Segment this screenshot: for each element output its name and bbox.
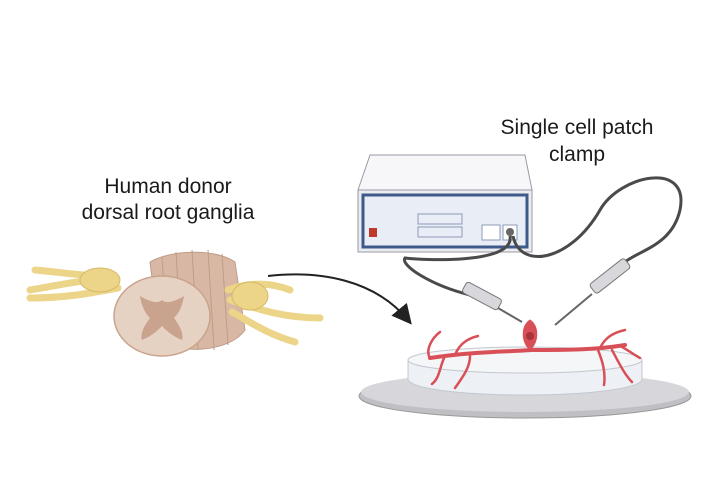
headstage-left <box>462 281 523 323</box>
power-button <box>369 228 377 237</box>
transfer-arrow <box>267 273 412 325</box>
display-window <box>481 224 501 241</box>
spinal-cord-illustration <box>26 249 324 357</box>
drg-label-line2: dorsal root ganglia <box>82 201 255 224</box>
amplifier-top <box>357 154 533 191</box>
bnc-connector <box>506 228 514 236</box>
cable-right <box>511 176 683 264</box>
patch-clamp-amplifier <box>357 154 533 253</box>
patch-clamp-label-line1: Single cell patch <box>501 116 654 139</box>
drg-label-line1: Human donor <box>104 175 231 198</box>
patch-clamp-label-line2: clamp <box>549 143 605 166</box>
ganglion-right <box>231 281 269 311</box>
cable-left <box>403 235 512 297</box>
gray-matter <box>140 296 184 340</box>
neuron <box>427 319 642 390</box>
indicator-array <box>417 213 463 238</box>
amplifier-panel <box>361 193 529 249</box>
headstage-right <box>554 258 631 326</box>
ganglion-left <box>79 267 121 293</box>
